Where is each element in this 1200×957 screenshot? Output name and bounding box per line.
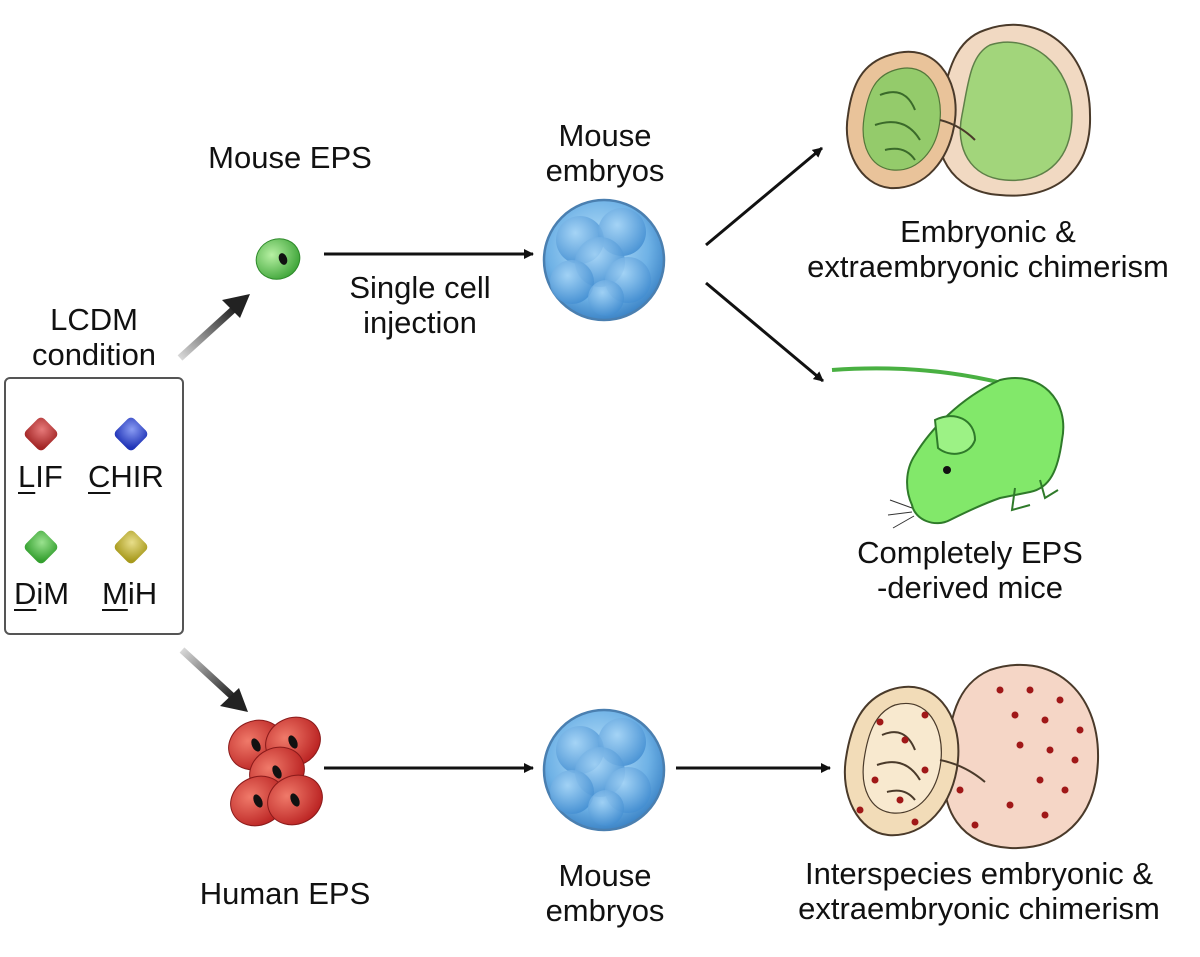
chimerism-line1: Embryonic & xyxy=(900,214,1076,249)
arrow-lcdm-to-mouse-eps xyxy=(177,294,250,361)
legend-chir-initial: C xyxy=(88,459,111,494)
human-eps-cells xyxy=(228,716,323,827)
mouse-eps-label: Mouse EPS xyxy=(208,140,372,175)
injection-line2: injection xyxy=(363,305,477,340)
mouse-embryos-bottom-line1: Mouse xyxy=(558,858,652,893)
chimerism-label: Embryonic & extraembryonic chimerism xyxy=(778,214,1198,284)
legend-dim-diamond xyxy=(24,530,58,564)
mouse-embryo-bottom xyxy=(542,708,666,832)
arrow-lcdm-to-human-eps xyxy=(179,647,248,712)
interspecies-dots xyxy=(856,686,1084,829)
mice-line1: Completely EPS xyxy=(857,535,1083,570)
chimeric-conceptus-illustration xyxy=(845,24,1092,197)
mouse-eps-cell xyxy=(255,238,301,280)
mice-label: Completely EPS -derived mice xyxy=(820,535,1120,605)
lcdm-line2: condition xyxy=(31,337,157,372)
lcdm-label: LCDM condition xyxy=(16,302,172,372)
lcdm-line1: LCDM xyxy=(50,302,138,337)
lcdm-legend-box xyxy=(4,377,184,635)
mouse-embryos-bottom-line2: embryos xyxy=(545,893,665,928)
mouse-embryos-top-line2: embryos xyxy=(545,153,665,188)
legend-mih-diamond xyxy=(114,530,148,564)
interspecies-line2: extraembryonic chimerism xyxy=(798,891,1160,926)
arrow-to-mice xyxy=(705,281,824,383)
legend-dim: DiM xyxy=(14,577,69,611)
injection-line1: Single cell xyxy=(349,270,491,305)
legend-lif-initial: L xyxy=(18,459,36,494)
legend-lif: LIF xyxy=(18,460,63,494)
legend-mih-rest: iH xyxy=(127,576,158,611)
human-eps-label: Human EPS xyxy=(199,876,371,911)
legend-chir: CHIR xyxy=(88,460,164,494)
interspecies-conceptus-illustration xyxy=(843,663,1100,850)
legend-dim-initial: D xyxy=(14,576,37,611)
mouse-embryos-bottom-label: Mouse embryos xyxy=(520,858,690,928)
mice-line2: -derived mice xyxy=(876,570,1064,605)
legend-mih-initial: M xyxy=(102,576,128,611)
arrow-to-chimerism xyxy=(705,146,823,247)
legend-lif-diamond xyxy=(24,417,58,451)
legend-chir-diamond xyxy=(114,417,148,451)
mouse-embryos-top-label: Mouse embryos xyxy=(520,118,690,188)
legend-dim-rest: iM xyxy=(36,576,70,611)
green-mouse-illustration xyxy=(831,366,1065,529)
interspecies-label: Interspecies embryonic & extraembryonic … xyxy=(760,856,1198,926)
interspecies-line1: Interspecies embryonic & xyxy=(804,856,1154,891)
legend-chir-rest: HIR xyxy=(110,459,164,494)
mouse-embryo-top xyxy=(542,198,666,322)
legend-mih: MiH xyxy=(102,577,157,611)
chimerism-line2: extraembryonic chimerism xyxy=(807,249,1169,284)
injection-label: Single cell injection xyxy=(320,270,520,340)
mouse-embryos-top-line1: Mouse xyxy=(558,118,652,153)
legend-lif-rest: IF xyxy=(35,459,63,494)
